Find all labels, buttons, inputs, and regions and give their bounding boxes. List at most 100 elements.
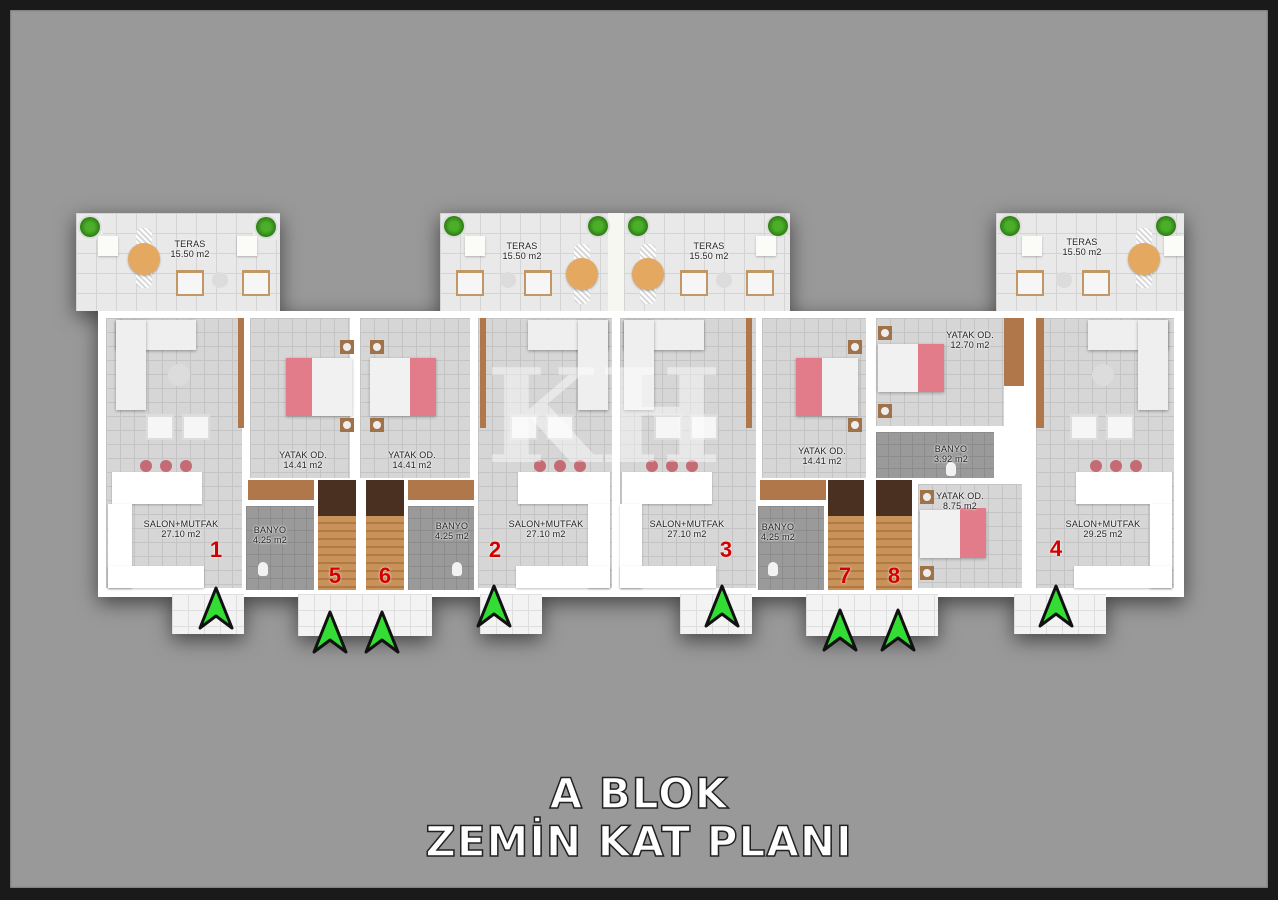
nightstand xyxy=(370,418,384,432)
bar-stool xyxy=(1130,460,1142,472)
nightstand xyxy=(848,340,862,354)
bed-blanket xyxy=(960,508,986,558)
entry-arrow-icon xyxy=(198,586,234,630)
armchair xyxy=(680,270,708,296)
plant-icon xyxy=(80,217,100,237)
round-table xyxy=(128,243,160,275)
side-cube xyxy=(465,236,485,256)
plan-title-block: A BLOK xyxy=(549,769,729,819)
bar-stool xyxy=(1110,460,1122,472)
sofa xyxy=(578,320,608,410)
stair-6 xyxy=(366,516,404,590)
armchair xyxy=(456,270,484,296)
bar-stool xyxy=(140,460,152,472)
bar-stool xyxy=(666,460,678,472)
armchair xyxy=(654,414,682,440)
unit-number-4: 4 xyxy=(1049,536,1063,561)
side-table xyxy=(716,272,732,288)
side-table xyxy=(500,272,516,288)
kitchen-island xyxy=(622,472,712,504)
wardrobe xyxy=(746,318,752,428)
unit3-bedroom-label: YATAK OD.14.41 m2 xyxy=(798,446,846,466)
wardrobe xyxy=(248,480,314,500)
porch-56 xyxy=(298,594,432,636)
round-table xyxy=(1128,243,1160,275)
armchair xyxy=(546,414,574,440)
side-table xyxy=(1056,272,1072,288)
nightstand xyxy=(340,418,354,432)
nightstand xyxy=(920,490,934,504)
entry-arrow-icon xyxy=(476,584,512,628)
entry-arrow-icon xyxy=(880,608,916,652)
stair-number-8: 8 xyxy=(887,563,901,588)
armchair xyxy=(1070,414,1098,440)
plant-icon xyxy=(628,216,648,236)
nightstand xyxy=(920,566,934,580)
stair-5-top xyxy=(318,480,356,516)
coffee-table xyxy=(168,364,190,386)
armchair xyxy=(510,414,538,440)
unit-number-3: 3 xyxy=(719,537,733,562)
side-cube xyxy=(98,236,118,256)
unit3-bath xyxy=(758,506,824,590)
armchair xyxy=(746,270,774,296)
terrace-1 xyxy=(76,213,280,311)
kitchen-counter xyxy=(108,566,204,588)
entry-arrow-icon xyxy=(1038,584,1074,628)
nightstand xyxy=(370,340,384,354)
side-cube xyxy=(237,236,257,256)
armchair xyxy=(182,414,210,440)
unit1-salon xyxy=(106,318,242,588)
stair-6-top xyxy=(366,480,404,516)
entry-arrow-icon xyxy=(822,608,858,652)
unit4-bedroom1-label: YATAK OD.12.70 m2 xyxy=(946,330,994,350)
kitchen-counter xyxy=(516,566,610,588)
armchair xyxy=(690,414,718,440)
unit4-bedroom2-label: YATAK OD.8.75 m2 xyxy=(936,491,984,511)
armchair xyxy=(176,270,204,296)
stair-number-5: 5 xyxy=(328,563,342,588)
entry-arrow-icon xyxy=(364,610,400,654)
stair-7 xyxy=(828,516,864,590)
unit1-bath xyxy=(246,506,314,590)
kitchen-island xyxy=(112,472,202,504)
armchair xyxy=(242,270,270,296)
wardrobe xyxy=(238,318,244,428)
armchair xyxy=(1106,414,1134,440)
wardrobe xyxy=(408,480,474,500)
bar-stool xyxy=(180,460,192,472)
armchair xyxy=(146,414,174,440)
wardrobe xyxy=(1004,318,1024,386)
unit-number-1: 1 xyxy=(209,537,223,562)
kitchen-counter xyxy=(1074,566,1172,588)
round-table xyxy=(632,258,664,290)
stair-5 xyxy=(318,516,356,590)
stair-8-top xyxy=(876,480,912,516)
plant-icon xyxy=(1000,216,1020,236)
plant-icon xyxy=(444,216,464,236)
sofa xyxy=(116,320,146,410)
nightstand xyxy=(878,326,892,340)
bar-stool xyxy=(534,460,546,472)
nightstand xyxy=(878,404,892,418)
kitchen-island xyxy=(1076,472,1172,504)
bar-stool xyxy=(160,460,172,472)
unit4-bath xyxy=(876,432,994,478)
unit-number-2: 2 xyxy=(488,537,502,562)
sofa xyxy=(624,320,654,410)
terrace-divider xyxy=(608,213,624,311)
bed-blanket xyxy=(918,344,944,392)
entry-arrow-icon xyxy=(312,610,348,654)
plant-icon xyxy=(588,216,608,236)
wardrobe xyxy=(760,480,826,500)
